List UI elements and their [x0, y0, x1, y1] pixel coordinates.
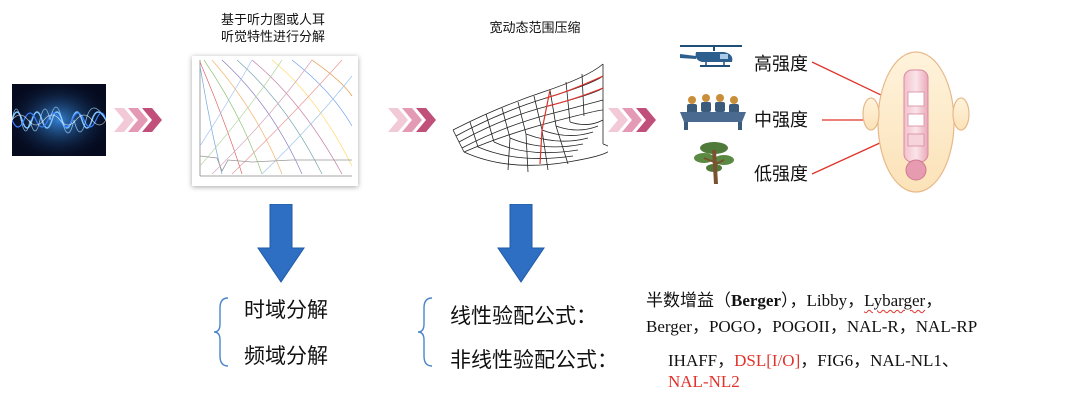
nonlinear-formulas-line1: IHAFF，DSL[I/O]，FIG6，NAL-NL1、 — [668, 346, 959, 371]
linear-line1-bold: Berger — [731, 291, 782, 310]
auditory-head-diagram — [862, 48, 970, 196]
chevron-arrows-2 — [386, 106, 446, 138]
low-intensity-label: 低强度 — [754, 164, 808, 185]
linear-line1-lybarger: Lybarger — [864, 291, 926, 310]
compression-caption: 宽动态范围压缩 — [489, 21, 581, 36]
compression-surface — [448, 52, 611, 182]
nonlinear-formula-label: 非线性验配公式： — [450, 348, 618, 372]
filterbank-plot — [192, 56, 358, 186]
nonlinear-formulas-line2: NAL-NL2 — [668, 372, 740, 391]
tree-icon — [692, 140, 736, 186]
helicopter-icon — [676, 40, 746, 74]
chevron-arrows-3 — [606, 106, 666, 138]
filterbank-caption: 基于听力图或人耳 听觉特性进行分解 — [186, 12, 360, 46]
linear-line1-part1: 半数增益（ — [646, 291, 731, 310]
meeting-icon — [678, 92, 748, 132]
down-arrow-2 — [497, 204, 545, 283]
linear-formula-label: 线性验配公式： — [450, 304, 597, 328]
nonlinear-line1-part1: IHAFF， — [668, 351, 735, 370]
nonlinear-line1-dsl: DSL[I/O] — [734, 351, 801, 370]
filterbank-caption-line1: 基于听力图或人耳 — [220, 13, 325, 28]
linear-formulas-line1: 半数增益（Berger），Libby，Lybarger， — [646, 286, 942, 311]
nonlinear-line1-part2: ，FIG6，NAL-NL1、 — [800, 351, 959, 370]
high-intensity-label: 高强度 — [754, 54, 808, 75]
sound-wave-image — [11, 84, 107, 156]
filterbank-caption-line2: 听觉特性进行分解 — [220, 30, 325, 45]
linear-formulas-line2: Berger，POGO，POGOII，NAL-R，NAL-RP — [646, 317, 978, 336]
linear-line1-part3: ， — [925, 291, 943, 310]
down-arrow-1 — [257, 204, 305, 283]
time-domain-label: 时域分解 — [244, 298, 328, 322]
mid-intensity-label: 中强度 — [754, 110, 808, 131]
chevron-arrows-1 — [112, 106, 172, 138]
linear-line1-part2: ），Libby， — [781, 291, 865, 310]
brace-left-1 — [213, 297, 229, 367]
freq-domain-label: 频域分解 — [244, 344, 328, 368]
brace-left-2 — [417, 297, 433, 367]
